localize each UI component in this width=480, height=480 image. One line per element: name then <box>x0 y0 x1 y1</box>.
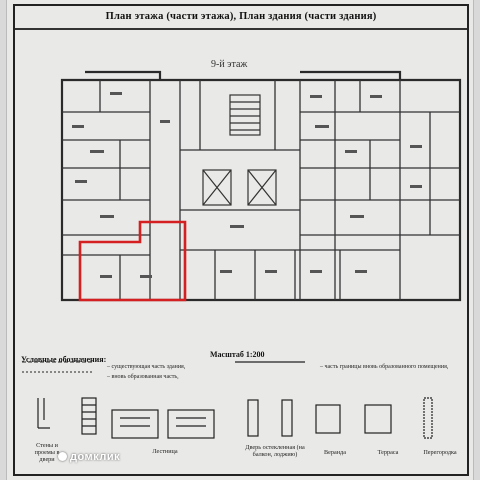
symbol-walls-caption: Стены и проемы в двери <box>34 442 60 463</box>
title-divider <box>15 28 467 30</box>
room-walls <box>62 80 460 300</box>
elevator-shafts <box>202 94 277 206</box>
highlighted-apartment <box>78 220 187 302</box>
legend-new: – вновь образованная часть, <box>107 374 179 380</box>
building-outline <box>60 70 462 302</box>
symbol-partition-caption: Перегородка <box>423 449 457 456</box>
legend-symbols <box>37 397 433 439</box>
room-labels <box>72 92 422 278</box>
legend-border: – часть границы вновь образованного поме… <box>320 364 449 370</box>
floor-label: 9-й этаж <box>211 59 248 70</box>
legend-existing: – существующая часть здания, <box>107 364 186 370</box>
symbol-stairs-caption: Лестница <box>152 448 178 455</box>
symbol-veranda-caption: Веранда <box>324 449 346 456</box>
legend-heading: Условные обозначения: <box>21 355 107 364</box>
document-title: План этажа (части этажа), План здания (ч… <box>105 11 377 22</box>
watermark-logo-icon <box>58 452 67 461</box>
symbol-door-caption: Дверь остекленная (на балкон, лоджию) <box>245 444 305 458</box>
scale-label: Масштаб 1:200 <box>210 350 265 359</box>
symbol-terrace-caption: Терраса <box>377 449 399 456</box>
watermark: домклик <box>58 451 120 463</box>
legend-line-samples <box>22 361 305 373</box>
sheet-frame: План этажа (части этажа), План здания (ч… <box>13 4 469 476</box>
